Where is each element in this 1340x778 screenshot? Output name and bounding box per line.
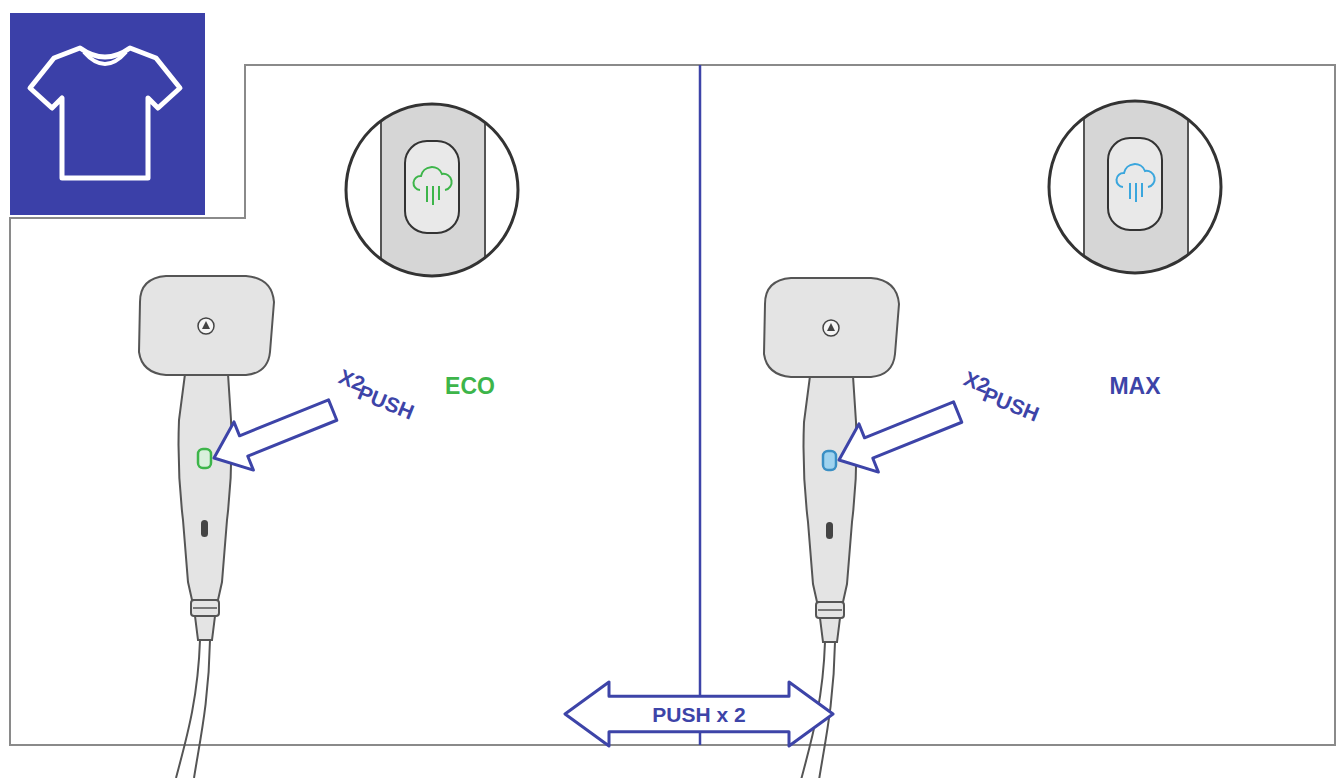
tshirt-collar <box>84 52 126 64</box>
divider <box>699 65 702 745</box>
push-label: PUSH <box>980 383 1042 424</box>
push-label: PUSH <box>355 381 417 422</box>
tshirt-icon <box>30 48 180 178</box>
icon-tile <box>10 13 205 215</box>
steamer <box>139 276 274 778</box>
zoom-circle <box>346 90 518 290</box>
zoom-circle <box>1049 87 1221 287</box>
mode-name: MAX <box>1109 375 1160 398</box>
steam-button <box>198 449 211 468</box>
double-arrow: PUSH x 2 <box>563 680 835 748</box>
mode-name: ECO <box>445 375 495 398</box>
push-arrow <box>204 386 342 482</box>
push-arrow <box>829 388 967 484</box>
arrow-label: PUSH x 2 <box>652 704 745 725</box>
